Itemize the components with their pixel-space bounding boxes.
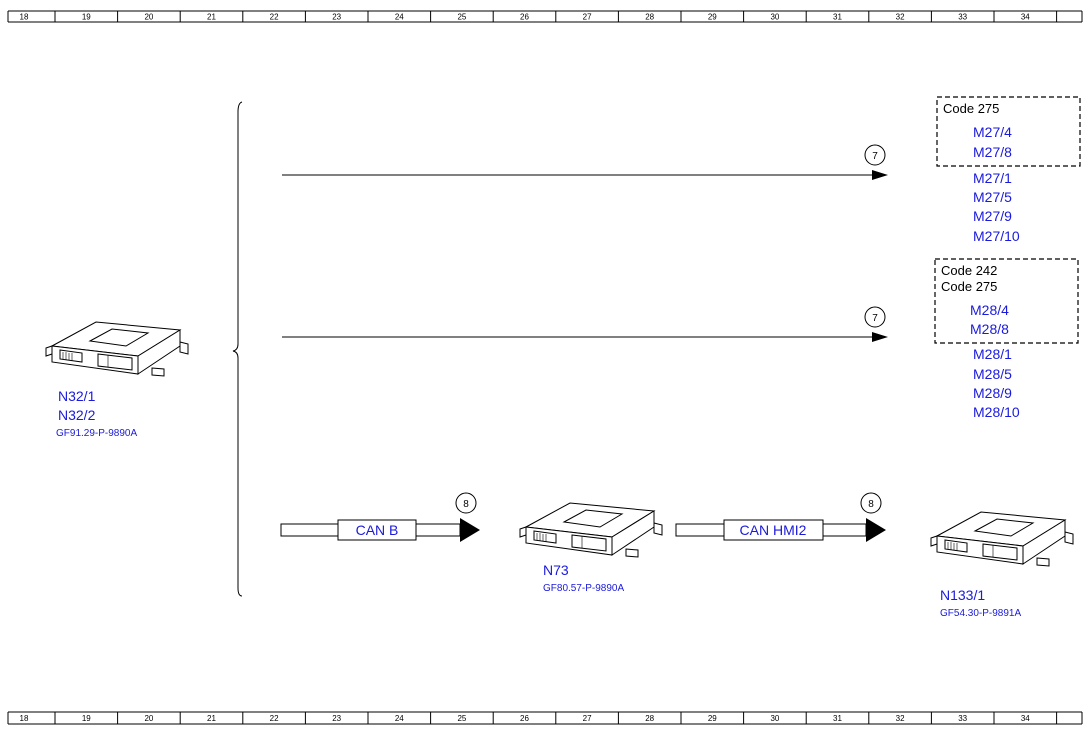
top-ruler-number: 24 [395, 13, 404, 22]
reference-circle-number: 7 [872, 151, 878, 162]
module-n73: N73 GF80.57-P-9890A [519, 502, 663, 594]
top-ruler-number: 33 [958, 13, 967, 22]
bottom-ruler-number: 34 [1021, 714, 1030, 723]
code-label: Code 275 [943, 101, 999, 116]
top-ruler-number: 32 [896, 13, 905, 22]
top-ruler-number: 18 [20, 13, 29, 22]
top-ruler-number: 20 [144, 13, 153, 22]
group-item: M27/8 [973, 144, 1012, 160]
control-unit-icon [930, 511, 1074, 567]
bottom-ruler-number: 32 [896, 714, 905, 723]
bus-label-box [337, 519, 417, 541]
reference-circle [455, 492, 477, 514]
bottom-ruler-number: 25 [457, 714, 466, 723]
top-ruler-number: 29 [708, 13, 717, 22]
source-module: N32/1 N32/2 GF91.29-P-9890A [45, 321, 189, 439]
module-n133-1: N133/1 GF54.30-P-9891A [930, 511, 1074, 619]
source-module-label-2: N32/2 [58, 407, 96, 423]
group-item: M28/4 [970, 302, 1009, 318]
bottom-ruler-number: 26 [520, 714, 529, 723]
top-ruler-number: 31 [833, 13, 842, 22]
arrow-head-icon [872, 332, 888, 342]
top-ruler-number: 34 [1021, 13, 1030, 22]
control-unit-icon [45, 321, 189, 377]
module-label: N73 [543, 562, 569, 578]
arrow-head-icon [872, 170, 888, 180]
top-ruler-number: 23 [332, 13, 341, 22]
signal-line-2: 7 Code 242 Code 275 M28/4 M28/8 M28/1 M2… [282, 258, 1079, 420]
control-unit-icon [519, 502, 663, 558]
bottom-ruler-number: 22 [270, 714, 279, 723]
curly-brace [232, 101, 243, 597]
bottom-ruler-number: 21 [207, 714, 216, 723]
module-reference: GF80.57-P-9890A [543, 583, 624, 594]
bottom-ruler-number: 28 [645, 714, 654, 723]
bottom-ruler-number: 33 [958, 714, 967, 723]
bottom-ruler-number: 20 [144, 714, 153, 723]
target-item: M27/1 [973, 170, 1012, 186]
target-item: M27/10 [973, 228, 1020, 244]
signal-line-1: 7 Code 275 M27/4 M27/8 M27/1 M27/5 M27/9… [282, 96, 1081, 244]
target-item: M28/10 [973, 404, 1020, 420]
bottom-ruler-number: 31 [833, 714, 842, 723]
top-ruler-number: 27 [583, 13, 592, 22]
bottom-ruler-number: 23 [332, 714, 341, 723]
module-label: N133/1 [940, 587, 985, 603]
target-item: M28/5 [973, 366, 1012, 382]
source-module-reference: GF91.29-P-9890A [56, 428, 137, 439]
bottom-ruler-number: 29 [708, 714, 717, 723]
arrow-head-icon [866, 518, 886, 542]
group-item: M27/4 [973, 124, 1012, 140]
group-item: M28/8 [970, 321, 1009, 337]
top-ruler-number: 22 [270, 13, 279, 22]
top-ruler-number: 28 [645, 13, 654, 22]
bus-chain: CAN B 8 N73 GF80.57-P-9890A CAN HMI2 8 N… [280, 492, 1074, 619]
reference-circle [864, 306, 886, 328]
target-item: M27/9 [973, 208, 1012, 224]
bus-can-hmi2: CAN HMI2 8 [675, 492, 886, 542]
top-ruler-number: 26 [520, 13, 529, 22]
top-ruler-number: 19 [82, 13, 91, 22]
top-ruler-number: 25 [457, 13, 466, 22]
code-label: Code 275 [941, 279, 997, 294]
source-module-label-1: N32/1 [58, 388, 96, 404]
top-ruler: 18 19 20 21 22 23 24 25 26 27 28 29 30 31 32 33 34 [7, 10, 1083, 23]
bottom-ruler-number: 24 [395, 714, 404, 723]
bottom-ruler-number: 27 [583, 714, 592, 723]
bottom-ruler-number: 30 [770, 714, 779, 723]
target-item: M28/1 [973, 346, 1012, 362]
bottom-ruler: 18 19 20 21 22 23 24 25 26 27 28 29 30 31 32 33 34 [7, 711, 1083, 725]
code-group-box [936, 96, 1081, 167]
bus-can-b: CAN B 8 [280, 492, 480, 542]
top-ruler-number: 30 [770, 13, 779, 22]
target-item: M28/9 [973, 385, 1012, 401]
target-item: M27/5 [973, 189, 1012, 205]
top-ruler-number: 21 [207, 13, 216, 22]
code-label: Code 242 [941, 263, 997, 278]
module-reference: GF54.30-P-9891A [940, 608, 1021, 619]
code-group-box [934, 258, 1079, 344]
bus-label: CAN B [356, 522, 399, 538]
reference-circle [860, 492, 882, 514]
reference-circle-number: 8 [463, 499, 469, 510]
bottom-ruler-number: 18 [20, 714, 29, 723]
bus-label-box [723, 519, 824, 541]
bottom-ruler-number: 19 [82, 714, 91, 723]
reference-circle [864, 144, 886, 166]
reference-circle-number: 7 [872, 313, 878, 324]
arrow-head-icon [460, 518, 480, 542]
bus-label: CAN HMI2 [740, 522, 807, 538]
reference-circle-number: 8 [868, 499, 874, 510]
